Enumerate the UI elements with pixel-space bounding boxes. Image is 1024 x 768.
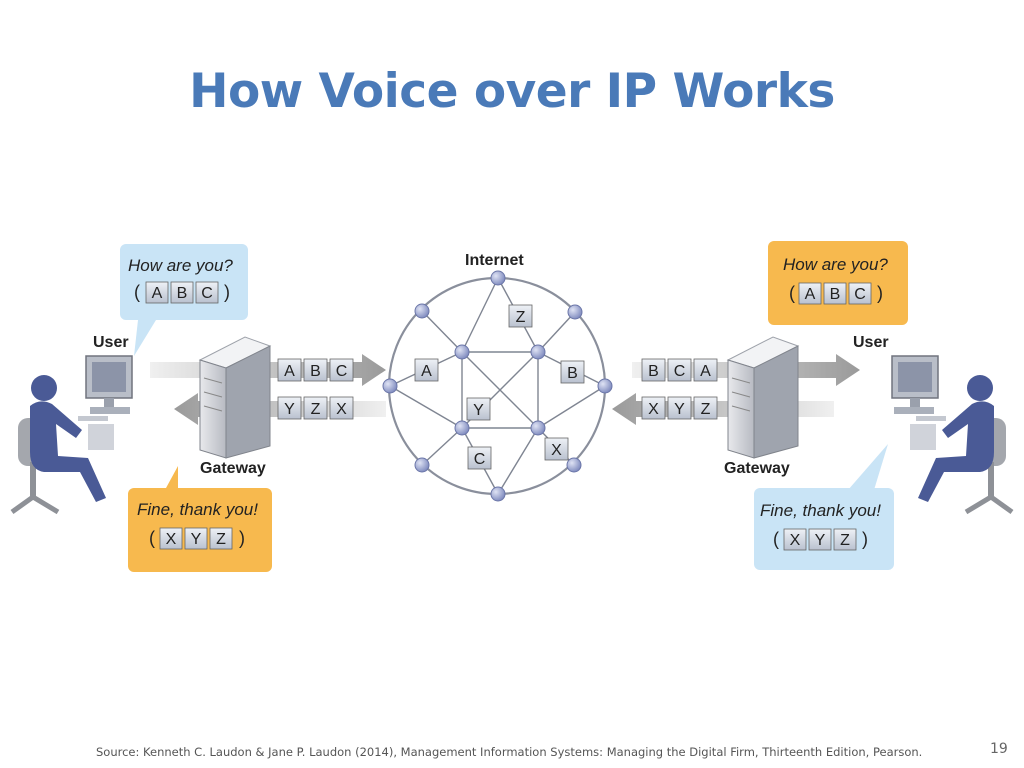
gateway-left-label: Gateway (200, 460, 266, 477)
svg-text:Z: Z (216, 531, 226, 548)
user-icon-right (891, 355, 1014, 515)
svg-text:(: ( (789, 283, 795, 303)
user-icon-left (10, 355, 133, 515)
svg-text:C: C (201, 285, 213, 302)
packet-y: Y (808, 528, 832, 551)
svg-text:A: A (421, 363, 432, 380)
packet-z: Z (693, 396, 718, 420)
svg-text:Y: Y (674, 401, 685, 418)
packet-a: A (798, 282, 822, 305)
svg-text:Z: Z (311, 401, 321, 418)
svg-text:X: X (166, 531, 177, 548)
page-number: 19 (990, 741, 1008, 757)
packet-b: B (641, 358, 666, 382)
svg-text:): ) (862, 529, 868, 549)
packet-y: Y (277, 396, 302, 420)
packet-x: X (641, 396, 666, 420)
source-citation: Source: Kenneth C. Laudon & Jane P. Laud… (96, 745, 923, 759)
slide-title: How Voice over IP Works (189, 64, 835, 119)
bubble-text: How are you? (128, 256, 233, 275)
svg-text:X: X (790, 532, 801, 549)
svg-text:B: B (567, 365, 578, 382)
svg-text:Z: Z (840, 532, 850, 549)
packet-x: X (329, 396, 354, 420)
svg-text:A: A (805, 286, 816, 303)
packet-b: B (170, 281, 194, 304)
svg-text:): ) (877, 283, 883, 303)
svg-text:X: X (551, 442, 562, 459)
gateway-right-label: Gateway (724, 460, 790, 477)
svg-text:B: B (177, 285, 188, 302)
svg-text:(: ( (134, 282, 140, 302)
packet-b: B (303, 358, 328, 382)
gateway-right-icon (726, 336, 800, 459)
packet-b: B (560, 360, 585, 384)
svg-text:C: C (474, 451, 486, 468)
packet-c: C (195, 281, 219, 304)
packets-left-outgoing: A B C (277, 358, 354, 382)
packet-c: C (667, 358, 692, 382)
packets-left-incoming: Y Z X (277, 396, 354, 420)
svg-text:B: B (648, 363, 659, 380)
internet-network: Z A B Y X C (382, 270, 613, 502)
packet-z: Z (833, 528, 857, 551)
packet-x: X (544, 437, 569, 461)
svg-text:A: A (152, 285, 163, 302)
packet-z: Z (209, 527, 233, 550)
packet-z: Z (303, 396, 328, 420)
bubble-text: Fine, thank you! (137, 500, 258, 519)
svg-text:(: ( (149, 528, 155, 548)
packet-a: A (414, 358, 439, 382)
bubble-text: Fine, thank you! (760, 501, 881, 520)
packet-a: A (277, 358, 302, 382)
packet-a: A (693, 358, 718, 382)
packet-y: Y (667, 396, 692, 420)
svg-text:X: X (648, 401, 659, 418)
svg-text:Z: Z (516, 309, 526, 326)
svg-text:Z: Z (701, 401, 711, 418)
packet-z: Z (508, 304, 533, 328)
svg-text:B: B (830, 286, 841, 303)
svg-text:B: B (310, 363, 321, 380)
bubble-left-bottom: Fine, thank you! ( X Y Z ) (128, 466, 272, 572)
svg-text:): ) (239, 528, 245, 548)
bubble-text: How are you? (783, 255, 888, 274)
packet-a: A (145, 281, 169, 304)
packet-c: C (467, 446, 492, 470)
user-left-label: User (93, 334, 129, 351)
svg-text:C: C (674, 363, 686, 380)
bubble-right-top: How are you? ( A B C ) (768, 241, 908, 325)
user-right-label: User (853, 334, 889, 351)
svg-text:Y: Y (191, 531, 202, 548)
packets-right-outgoing: B C A (641, 358, 718, 382)
svg-text:C: C (854, 286, 866, 303)
packet-c: C (848, 282, 872, 305)
packet-y: Y (184, 527, 208, 550)
svg-text:X: X (336, 401, 347, 418)
svg-text:Y: Y (815, 532, 826, 549)
svg-text:Y: Y (473, 402, 484, 419)
internet-label: Internet (465, 252, 524, 269)
packet-y: Y (466, 397, 491, 421)
svg-text:A: A (284, 363, 295, 380)
packets-right-incoming: X Y Z (641, 396, 718, 420)
svg-text:(: ( (773, 529, 779, 549)
packet-x: X (159, 527, 183, 550)
bubble-right-bottom: Fine, thank you! ( X Y Z ) (754, 444, 894, 570)
packet-b: B (823, 282, 847, 305)
svg-text:A: A (700, 363, 711, 380)
gateway-left-icon (198, 336, 272, 459)
svg-text:): ) (224, 282, 230, 302)
packet-x: X (783, 528, 807, 551)
bubble-left-top: How are you? ( A B C ) (120, 244, 248, 356)
svg-text:Y: Y (284, 401, 295, 418)
packet-c: C (329, 358, 354, 382)
svg-text:C: C (336, 363, 348, 380)
